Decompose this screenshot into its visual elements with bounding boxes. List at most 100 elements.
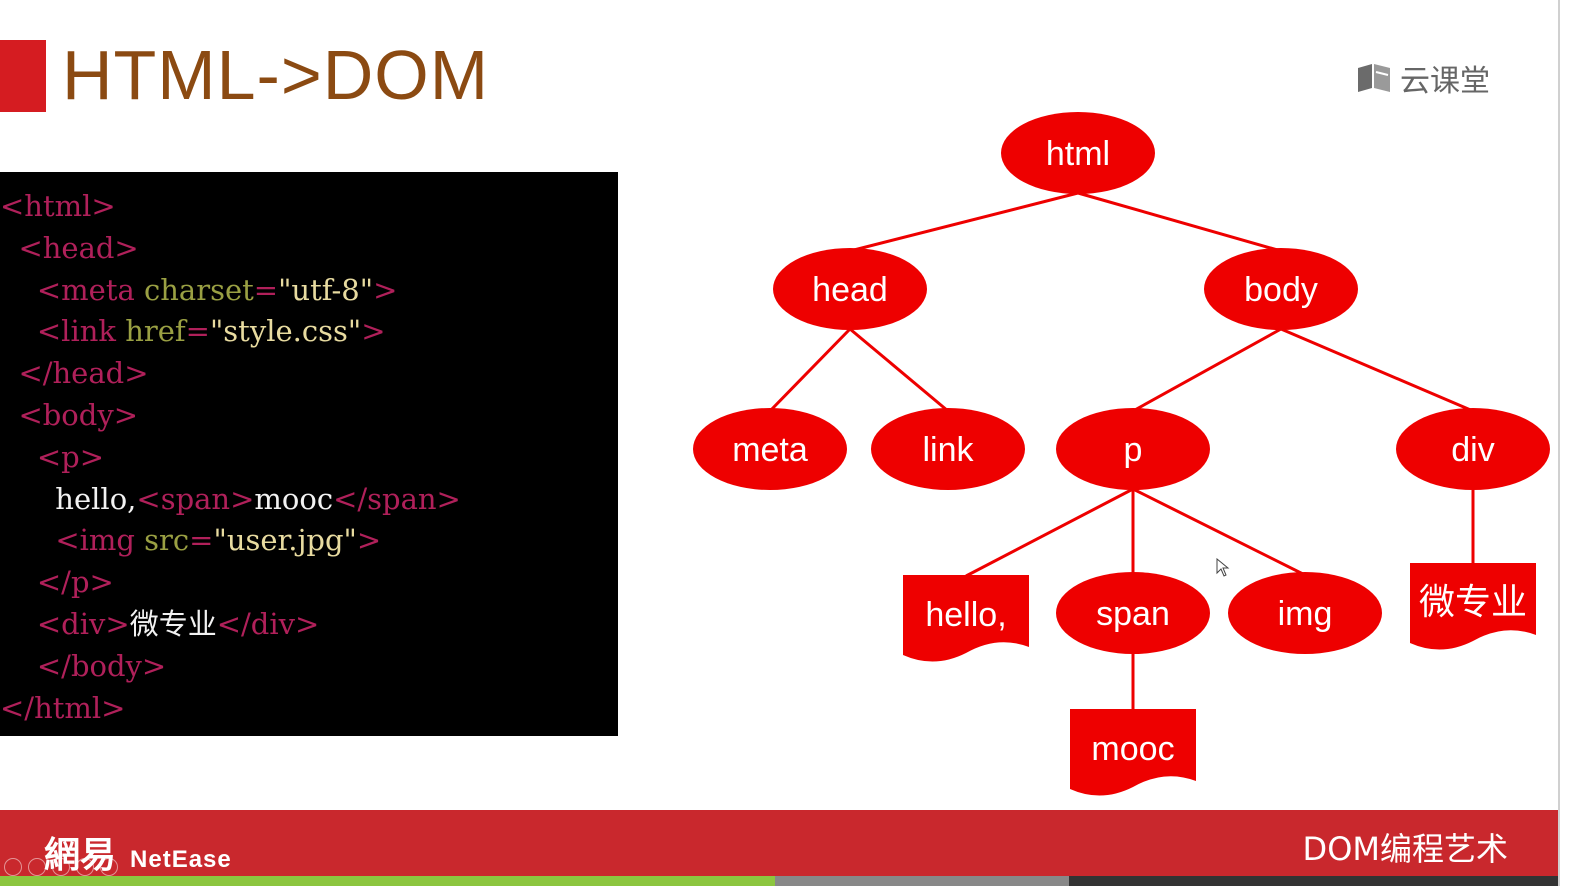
code-line: </html> <box>0 688 618 730</box>
tree-node-shape <box>1204 248 1358 330</box>
code-token-txt <box>0 273 37 307</box>
tree-node-meta: meta <box>693 408 847 490</box>
tree-node-span: span <box>1056 572 1210 654</box>
code-block: <html> <head> <meta charset="utf-8"> <li… <box>0 172 618 736</box>
tree-node-label: link <box>922 431 974 469</box>
code-token-txt <box>0 398 18 432</box>
tree-edge-html-body <box>1077 191 1282 253</box>
code-token-txt <box>0 356 18 390</box>
code-line: hello,<span>mooc</span> <box>0 479 618 521</box>
code-line: <p> <box>0 437 618 479</box>
code-token-val: "utf-8" <box>278 272 374 307</box>
tree-node-shape <box>1001 112 1155 194</box>
tree-edge-p-hello <box>965 487 1134 578</box>
code-line: <meta charset="utf-8"> <box>0 270 618 312</box>
code-token-txt <box>0 565 37 599</box>
tree-node-label: html <box>1046 135 1110 173</box>
code-line: <html> <box>0 186 618 228</box>
tree-node-div: div <box>1396 408 1550 490</box>
code-token-tag: = <box>253 272 279 307</box>
code-token-tag: <meta <box>36 272 135 307</box>
code-token-tag: <p> <box>36 439 105 474</box>
tree-node-mooc: mooc <box>1070 709 1196 796</box>
tree-node-link: link <box>871 408 1025 490</box>
next-icon[interactable] <box>52 858 70 876</box>
code-token-txt: hello, <box>0 481 137 516</box>
code-token-txt <box>0 649 37 683</box>
progress-played <box>0 876 776 886</box>
tree-node-shape <box>773 248 927 330</box>
progress-buffered <box>775 876 1069 886</box>
code-token-attr: src <box>144 523 190 558</box>
tree-edge-head-link <box>849 327 949 413</box>
tree-node-label: 微专业 <box>1419 582 1527 623</box>
code-token-tag: = <box>189 523 214 558</box>
zoom-icon[interactable] <box>100 858 118 876</box>
code-token-tag: = <box>185 314 210 349</box>
tree-node-shape <box>1056 572 1210 654</box>
code-token-tag: > <box>361 314 386 349</box>
netease-logo-en: NetEase <box>130 846 232 873</box>
code-token-val: "user.jpg" <box>213 523 357 558</box>
code-token-attr: href <box>125 314 186 349</box>
code-token-tag: </div> <box>216 606 320 641</box>
code-token-tag: <head> <box>18 230 139 265</box>
code-token-txt <box>0 231 18 265</box>
mouse-cursor-icon <box>1216 558 1230 577</box>
tree-node-label: hello, <box>925 596 1006 634</box>
player-controls[interactable] <box>4 858 118 876</box>
tree-node-shape <box>1396 408 1550 490</box>
tree-node-shape <box>1056 408 1210 490</box>
tree-node-label: div <box>1451 431 1494 469</box>
tree-edge-body-p <box>1132 327 1282 413</box>
code-token-txt <box>135 273 144 307</box>
code-line: <div>微专业</div> <box>0 604 618 646</box>
code-token-tag: <img <box>55 523 135 558</box>
code-token-tag: <div> <box>36 606 130 641</box>
tree-node-img: img <box>1228 572 1382 654</box>
play-icon[interactable] <box>28 858 46 876</box>
code-line: </body> <box>0 646 618 688</box>
code-token-txt <box>0 523 55 557</box>
code-token-tag: > <box>356 523 382 558</box>
tree-node-shape <box>903 575 1029 662</box>
code-token-txt <box>0 440 37 474</box>
tree-node-shape <box>1410 563 1536 650</box>
course-title: DOM编程艺术 <box>1302 830 1508 868</box>
tree-node-shape <box>693 408 847 490</box>
code-token-tag: <link <box>36 314 116 349</box>
slide-title: HTML->DOM <box>62 36 490 114</box>
code-token-txt: mooc <box>254 481 334 516</box>
code-line: </head> <box>0 353 618 395</box>
tree-node-label: p <box>1124 431 1143 469</box>
tree-edge-p-img <box>1132 487 1306 577</box>
video-progress-bar[interactable] <box>0 876 1558 886</box>
tree-node-p: p <box>1056 408 1210 490</box>
tree-edge-html-head <box>849 191 1079 253</box>
code-token-tag: </html> <box>0 690 126 725</box>
code-line: <img src="user.jpg"> <box>0 520 618 562</box>
code-token-txt <box>0 607 37 641</box>
settings-icon[interactable] <box>76 858 94 876</box>
tree-node-hello: hello, <box>903 575 1029 662</box>
code-line: </p> <box>0 562 618 604</box>
code-token-tag: </p> <box>36 565 114 600</box>
tree-node-label: head <box>812 271 888 309</box>
yunketang-logo: 云课堂 <box>1356 58 1490 99</box>
code-token-txt: 微专业 <box>129 606 217 641</box>
tree-node-shape <box>1228 572 1382 654</box>
code-token-tag: </body> <box>36 648 167 683</box>
tree-edge-body-div <box>1280 327 1474 413</box>
code-token-tag: > <box>373 272 398 307</box>
prev-icon[interactable] <box>4 858 22 876</box>
tree-node-label: span <box>1096 595 1170 633</box>
code-token-attr: charset <box>144 272 254 307</box>
tree-node-label: img <box>1278 595 1333 633</box>
logo-text: 云课堂 <box>1400 64 1490 99</box>
code-token-tag: <body> <box>18 397 139 432</box>
tree-node-label: mooc <box>1091 730 1174 768</box>
code-token-tag: <html> <box>0 189 116 223</box>
code-token-txt <box>116 314 125 348</box>
book-icon <box>1358 64 1390 92</box>
